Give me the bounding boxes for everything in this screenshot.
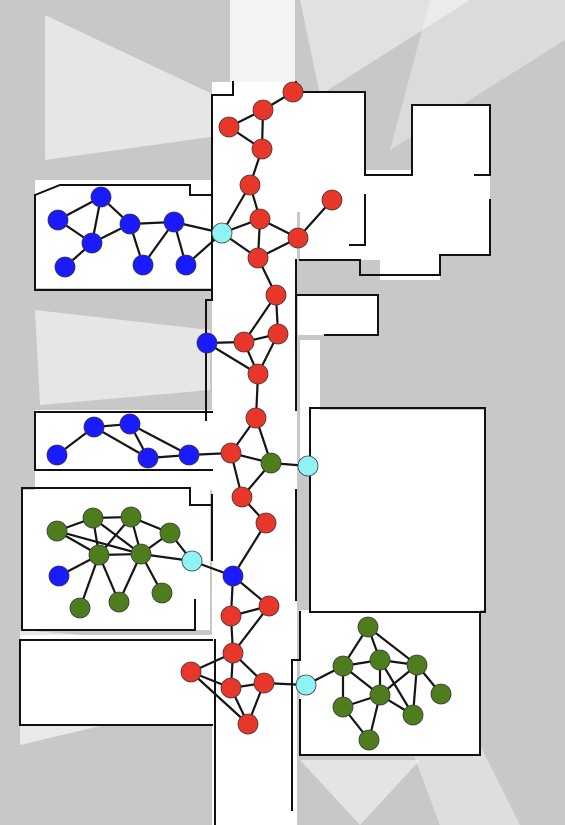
corridor-node-c3: [219, 117, 239, 137]
room-node-r5: [82, 233, 102, 253]
room-node-r10: [84, 417, 104, 437]
corridor-node-c18: [259, 596, 279, 616]
room-node-r6: [55, 257, 75, 277]
room-node-r15: [49, 566, 69, 586]
corridor-node-c2: [253, 100, 273, 120]
open-area-node-g10: [152, 583, 172, 603]
room-node-r7: [133, 255, 153, 275]
corridor-node-c1: [283, 82, 303, 102]
door-node-d3: [182, 551, 202, 571]
room-node-r16: [223, 566, 243, 586]
room-node-r11: [120, 414, 140, 434]
open-area-node-g3: [83, 508, 103, 528]
open-area-node-g17: [431, 684, 451, 704]
open-area-node-g18: [403, 705, 423, 725]
corridor-node-c24: [238, 714, 258, 734]
room-node-r1: [91, 187, 111, 207]
corridor-node-c13: [248, 364, 268, 384]
open-area-node-g2: [47, 521, 67, 541]
open-area-node-g6: [89, 545, 109, 565]
corridor-node-c17: [256, 513, 276, 533]
corridor-node-c11: [268, 324, 288, 344]
corridor-node-c15: [221, 443, 241, 463]
room-node-r12: [47, 445, 67, 465]
door-node-d2: [298, 456, 318, 476]
door-node-d1: [212, 223, 232, 243]
room-node-r8: [176, 255, 196, 275]
room-node-r2: [48, 210, 68, 230]
corridor-node-c5: [240, 175, 260, 195]
corridor-node-c21: [181, 662, 201, 682]
corridor-node-c8: [288, 228, 308, 248]
corridor-node-c4: [252, 139, 272, 159]
corridor-node-c19: [221, 606, 241, 626]
corridor-node-c10: [266, 285, 286, 305]
corridor-node-c14: [246, 408, 266, 428]
corridor-node-c16: [232, 487, 252, 507]
room-node-r9: [197, 333, 217, 353]
corridor-node-c12: [234, 332, 254, 352]
open-area-node-g16: [333, 697, 353, 717]
open-area-node-g7: [131, 544, 151, 564]
open-area-node-g13: [370, 650, 390, 670]
open-area-node-g12: [333, 656, 353, 676]
corridor-node-c9: [248, 248, 268, 268]
room-node-r13: [138, 448, 158, 468]
open-area-node-g5: [160, 523, 180, 543]
open-area-node-g1: [261, 453, 281, 473]
corridor-node-c22: [221, 678, 241, 698]
door-node-d4: [296, 675, 316, 695]
open-area-node-g8: [70, 598, 90, 618]
corridor-node-c20: [223, 643, 243, 663]
open-area-node-g19: [359, 730, 379, 750]
room-node-r14: [179, 445, 199, 465]
room-node-r4: [164, 212, 184, 232]
corridor-node-c7: [250, 209, 270, 229]
corridor-node-c23: [254, 673, 274, 693]
open-area-node-g9: [109, 592, 129, 612]
open-area-node-g15: [370, 685, 390, 705]
room-node-r3: [120, 214, 140, 234]
open-area-node-g14: [407, 655, 427, 675]
open-area-node-g4: [121, 507, 141, 527]
open-area-node-g11: [358, 617, 378, 637]
corridor-node-c6: [322, 190, 342, 210]
